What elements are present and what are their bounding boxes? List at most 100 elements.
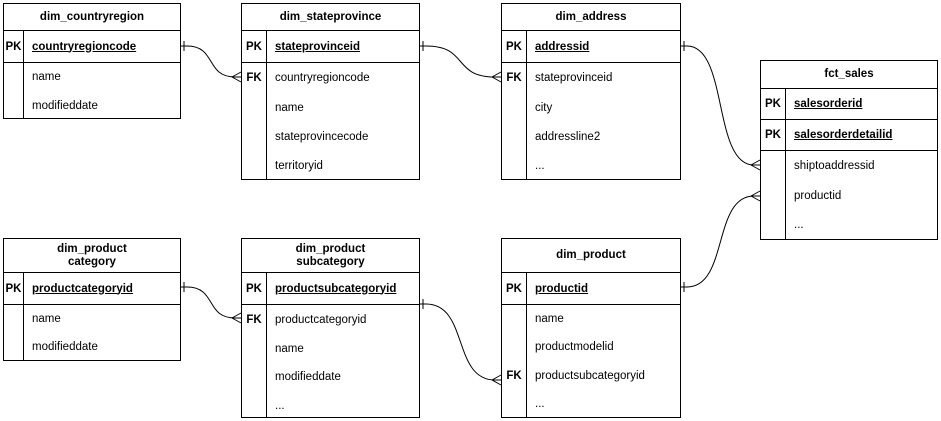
attribute-name: shiptoaddressid — [794, 160, 875, 172]
relationship-subcategory-to-product[interactable] — [420, 299, 502, 386]
relationship-line — [425, 45, 496, 78]
cardinality-many-marker — [491, 71, 502, 78]
relationship-address-to-sales[interactable] — [681, 41, 761, 171]
attribute-row[interactable]: shiptoaddressid — [761, 151, 937, 181]
key-column-divider — [785, 89, 786, 239]
key-cell-empty — [502, 93, 526, 122]
attribute-name: ... — [275, 399, 285, 412]
key-badge-pk: PK — [506, 282, 522, 295]
key-column-divider — [266, 273, 267, 417]
entity-title: dim_product subcategory — [242, 239, 419, 273]
key-cell-empty — [242, 122, 266, 151]
attribute-name: productsubcategoryid — [275, 282, 397, 295]
key-badge-fk: FK — [246, 314, 262, 326]
attribute-row[interactable]: FK countryregioncode — [242, 63, 419, 93]
key-badge-fk: FK — [506, 72, 522, 84]
attribute-row[interactable]: ... — [502, 390, 680, 418]
relationship-productcategory-to-subcategory[interactable] — [181, 282, 242, 324]
attribute-row[interactable]: FK productcategoryid — [242, 305, 419, 335]
relationship-countryregion-to-stateprovince[interactable] — [181, 41, 242, 83]
relationship-product-to-sales[interactable] — [681, 190, 761, 292]
entity-title: dim_address — [502, 4, 680, 31]
attribute-name: name — [32, 71, 61, 83]
attribute-row[interactable]: modifieddate — [4, 333, 180, 361]
attribute-row[interactable]: addressline2 — [502, 122, 680, 151]
attribute-name: countryregioncode — [275, 72, 370, 84]
attribute-row[interactable]: ... — [242, 391, 419, 420]
attribute-name: productcategoryid — [275, 314, 367, 326]
attribute-name: ... — [535, 160, 545, 172]
cardinality-many-marker — [750, 195, 761, 202]
attribute-name: modifieddate — [32, 99, 98, 112]
relationship-line — [425, 303, 496, 381]
cardinality-many-marker — [750, 164, 761, 171]
key-cell-empty — [502, 390, 526, 418]
relationship-line — [686, 195, 755, 288]
attribute-row[interactable]: modifieddate — [242, 363, 419, 391]
attribute-row[interactable]: ... — [502, 151, 680, 181]
attribute-row[interactable]: territoryid — [242, 151, 419, 181]
attribute-row[interactable]: PK productcategoryid — [4, 273, 180, 305]
key-cell-empty — [242, 391, 266, 420]
key-cell-empty — [502, 305, 526, 333]
relationship-line — [186, 286, 236, 319]
attribute-row[interactable]: stateprovincecode — [242, 122, 419, 151]
attribute-row[interactable]: name — [4, 305, 180, 333]
attribute-row[interactable]: name — [4, 63, 180, 91]
key-cell-empty — [761, 151, 785, 181]
key-badge-pk: PK — [246, 40, 262, 53]
entity-title: dim_product — [502, 239, 680, 273]
attribute-row[interactable]: FK stateprovinceid — [502, 63, 680, 93]
attribute-row[interactable]: productmodelid — [502, 333, 680, 361]
entity-title: dim_countryregion — [4, 4, 180, 31]
key-column-divider — [23, 273, 24, 360]
attribute-name: productcategoryid — [32, 282, 133, 295]
entity-title: dim_stateprovince — [242, 4, 419, 31]
attribute-row[interactable]: productid — [761, 181, 937, 210]
key-cell-empty — [761, 210, 785, 240]
key-badge-fk: FK — [246, 72, 262, 84]
key-cell-empty — [242, 93, 266, 122]
key-column-divider — [526, 273, 527, 417]
attribute-row[interactable]: name — [502, 305, 680, 333]
key-cell-empty — [4, 63, 23, 91]
attribute-row[interactable]: city — [502, 93, 680, 122]
attribute-row[interactable]: name — [242, 93, 419, 122]
key-cell-empty — [4, 333, 23, 361]
attribute-row[interactable]: name — [242, 335, 419, 363]
entity-title: fct_sales — [761, 61, 937, 89]
relationship-stateprovince-to-address[interactable] — [420, 41, 502, 83]
attribute-name: city — [535, 101, 553, 114]
attribute-row[interactable]: modifieddate — [4, 91, 180, 120]
attribute-name: stateprovinceid — [535, 72, 613, 84]
cardinality-many-marker — [491, 76, 502, 83]
key-cell-empty — [502, 151, 526, 181]
key-badge-pk: PK — [5, 282, 22, 295]
attribute-row[interactable]: ... — [761, 210, 937, 240]
attribute-name: name — [535, 313, 564, 325]
relationship-line — [686, 45, 755, 166]
cardinality-many-marker — [231, 76, 242, 83]
attribute-name: countryregioncode — [32, 40, 137, 53]
key-badge-pk: PK — [506, 40, 522, 53]
cardinality-many-marker — [231, 317, 242, 324]
attribute-name: addressline2 — [535, 130, 601, 143]
key-badge-fk: FK — [506, 369, 522, 382]
